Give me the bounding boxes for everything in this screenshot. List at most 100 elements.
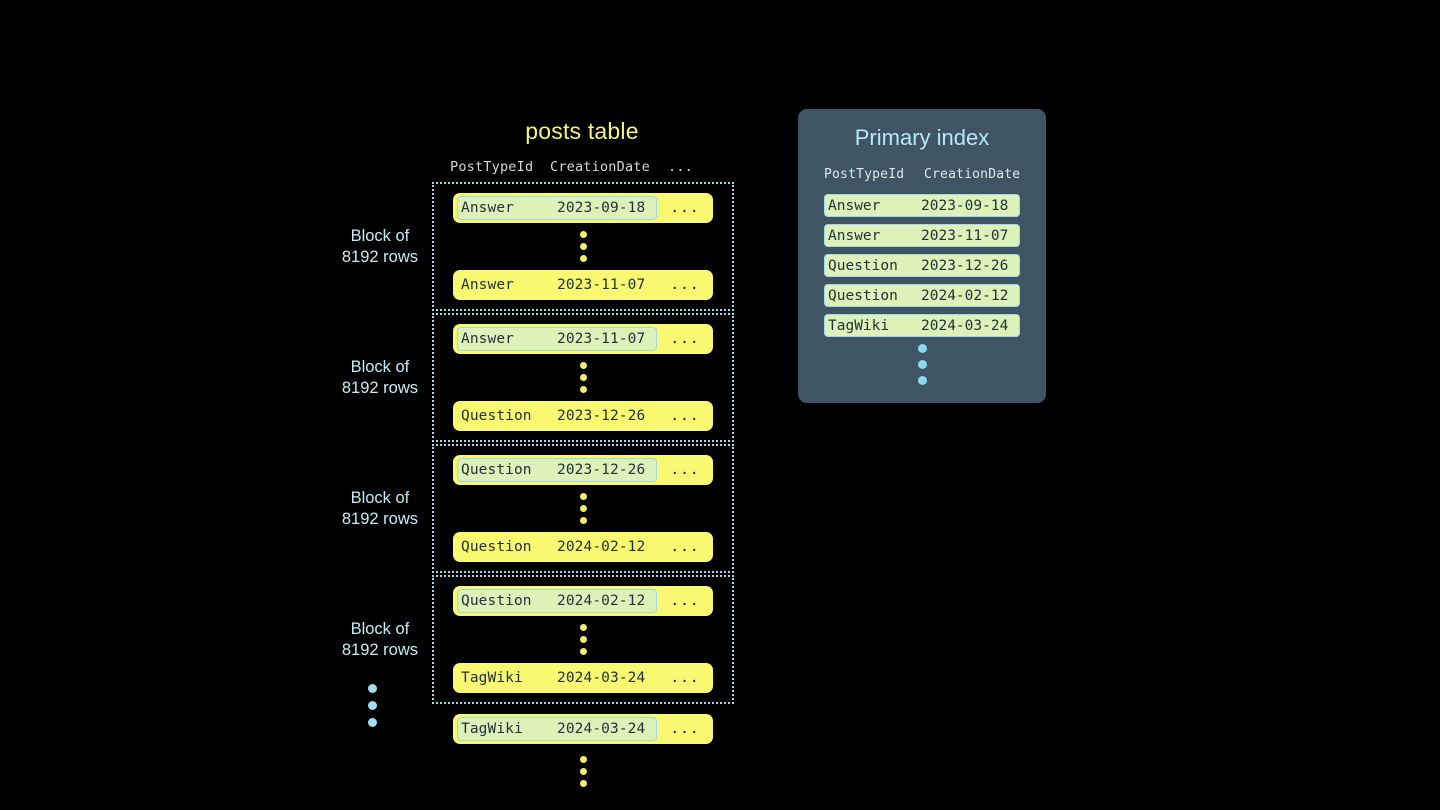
block-label-line2: 8192 rows (341, 247, 418, 266)
table-row: Answer 2023-11-07 ... (453, 324, 713, 354)
row-marked-cells: TagWiki 2024-03-24 (457, 717, 657, 741)
primary-index-title: Primary index (854, 125, 990, 150)
dot (579, 493, 587, 500)
row-cells: Question 2024-02-12 (457, 535, 657, 559)
cell-more: ... (670, 670, 700, 686)
block-label: Block of 8192 rows (342, 618, 418, 660)
row-marked-cells: Question 2024-02-12 (457, 589, 657, 613)
block-label: Block of 8192 rows (342, 356, 418, 398)
primary-index-column-headers: PostTypeId CreationDate (824, 167, 1046, 194)
cell-post-type-id: Question (461, 462, 532, 478)
cell-post-type-id: Answer (461, 200, 514, 216)
row-marked-cells: Answer 2023-09-18 (457, 196, 657, 220)
dot (917, 344, 927, 353)
cell-more: ... (670, 462, 700, 478)
table-row: Question 2024-02-12 ... (453, 532, 713, 562)
dot (917, 360, 927, 369)
dot (579, 231, 587, 238)
column-header-more: ... (668, 159, 693, 175)
dot (579, 636, 587, 643)
block-label-line2: 8192 rows (341, 640, 418, 659)
dot (579, 505, 587, 512)
cell-creation-date: 2023-09-18 (921, 197, 1009, 214)
cell-more: ... (670, 408, 700, 424)
cell-more: ... (670, 200, 700, 216)
dot (579, 243, 587, 250)
dot (579, 780, 587, 787)
column-header-post-type-id: PostTypeId (824, 167, 905, 182)
table-block: Block of 8192 rows Question 2023-12-26 .… (342, 444, 734, 573)
cell-creation-date: 2023-12-26 (921, 257, 1009, 274)
cell-post-type-id: Question (461, 539, 532, 555)
primary-index-row: Answer 2023-11-07 (824, 224, 1020, 247)
table-row: Question 2023-12-26 ... (453, 401, 713, 431)
cell-creation-date: 2024-03-24 (921, 317, 1009, 334)
cell-creation-date: 2023-09-18 (557, 200, 646, 216)
table-block: Block of 8192 rows Answer 2023-11-07 ...… (342, 313, 734, 442)
cell-creation-date: 2024-03-24 (557, 721, 646, 737)
dot (579, 624, 587, 631)
table-row: Question 2023-12-26 ... (453, 455, 713, 485)
cell-post-type-id: Answer (461, 277, 514, 293)
block-label-line1: Block of (350, 226, 410, 245)
cell-creation-date: 2024-02-12 (557, 539, 646, 555)
cell-more: ... (670, 593, 700, 609)
block-label-line2: 8192 rows (341, 378, 418, 397)
primary-index-row: Question 2024-02-12 (824, 284, 1020, 307)
posts-table-title: posts table (525, 118, 639, 144)
cell-creation-date: 2023-12-26 (557, 408, 646, 424)
cell-creation-date: 2024-03-24 (557, 670, 646, 686)
cell-creation-date: 2024-02-12 (557, 593, 646, 609)
dot (579, 386, 587, 393)
cell-post-type-id: Question (828, 257, 898, 274)
table-row: Answer 2023-11-07 ... (453, 270, 713, 300)
cell-post-type-id: Question (828, 287, 898, 304)
row-ellipsis-dots (434, 485, 732, 532)
dot (368, 701, 377, 710)
cell-creation-date: 2023-11-07 (557, 331, 646, 347)
row-cells: TagWiki 2024-03-24 (457, 666, 657, 690)
dot (579, 517, 587, 524)
row-ellipsis-dots (434, 223, 732, 270)
table-continuation-dots (432, 748, 734, 795)
posts-table-column-headers: PostTypeId CreationDate ... (450, 159, 734, 182)
primary-index-row: Question 2023-12-26 (824, 254, 1020, 277)
block-label-line1: Block of (350, 488, 410, 507)
posts-table-section: posts table PostTypeId CreationDate ... … (342, 118, 734, 795)
primary-index-panel: Primary index PostTypeId CreationDate An… (798, 109, 1046, 403)
dot (917, 376, 927, 385)
dot (579, 255, 587, 262)
cell-post-type-id: Answer (461, 331, 514, 347)
primary-index-row: Answer 2023-09-18 (824, 194, 1020, 217)
column-header-creation-date: CreationDate (924, 167, 1021, 182)
cell-more: ... (670, 277, 700, 293)
block-label-line2: 8192 rows (341, 509, 418, 528)
cell-creation-date: 2023-11-07 (557, 277, 646, 293)
block-label-line1: Block of (350, 357, 410, 376)
dot (579, 756, 587, 763)
row-marked-cells: Answer 2023-11-07 (457, 327, 657, 351)
table-block: Block of 8192 rows Answer 2023-09-18 ...… (342, 182, 734, 311)
cell-creation-date: 2023-12-26 (557, 462, 646, 478)
cell-creation-date: 2024-02-12 (921, 287, 1009, 304)
dot (579, 374, 587, 381)
dot (579, 768, 587, 775)
cell-post-type-id: Question (461, 408, 532, 424)
block-label: Block of 8192 rows (342, 225, 418, 267)
cell-post-type-id: TagWiki (461, 721, 523, 737)
cell-more: ... (670, 331, 700, 347)
primary-index-row: TagWiki 2024-03-24 (824, 314, 1020, 337)
row-ellipsis-dots (434, 354, 732, 401)
dot (368, 684, 377, 693)
table-block: Block of 8192 rows Question 2024-02-12 .… (342, 575, 734, 704)
cell-post-type-id: Answer (828, 227, 881, 244)
dot (579, 648, 587, 655)
cell-more: ... (670, 539, 700, 555)
column-header-post-type-id: PostTypeId (450, 159, 534, 175)
dot (579, 362, 587, 369)
block-label: Block of 8192 rows (342, 487, 418, 529)
row-marked-cells: Question 2023-12-26 (457, 458, 657, 482)
dot (368, 718, 377, 727)
cell-post-type-id: Answer (828, 197, 881, 214)
